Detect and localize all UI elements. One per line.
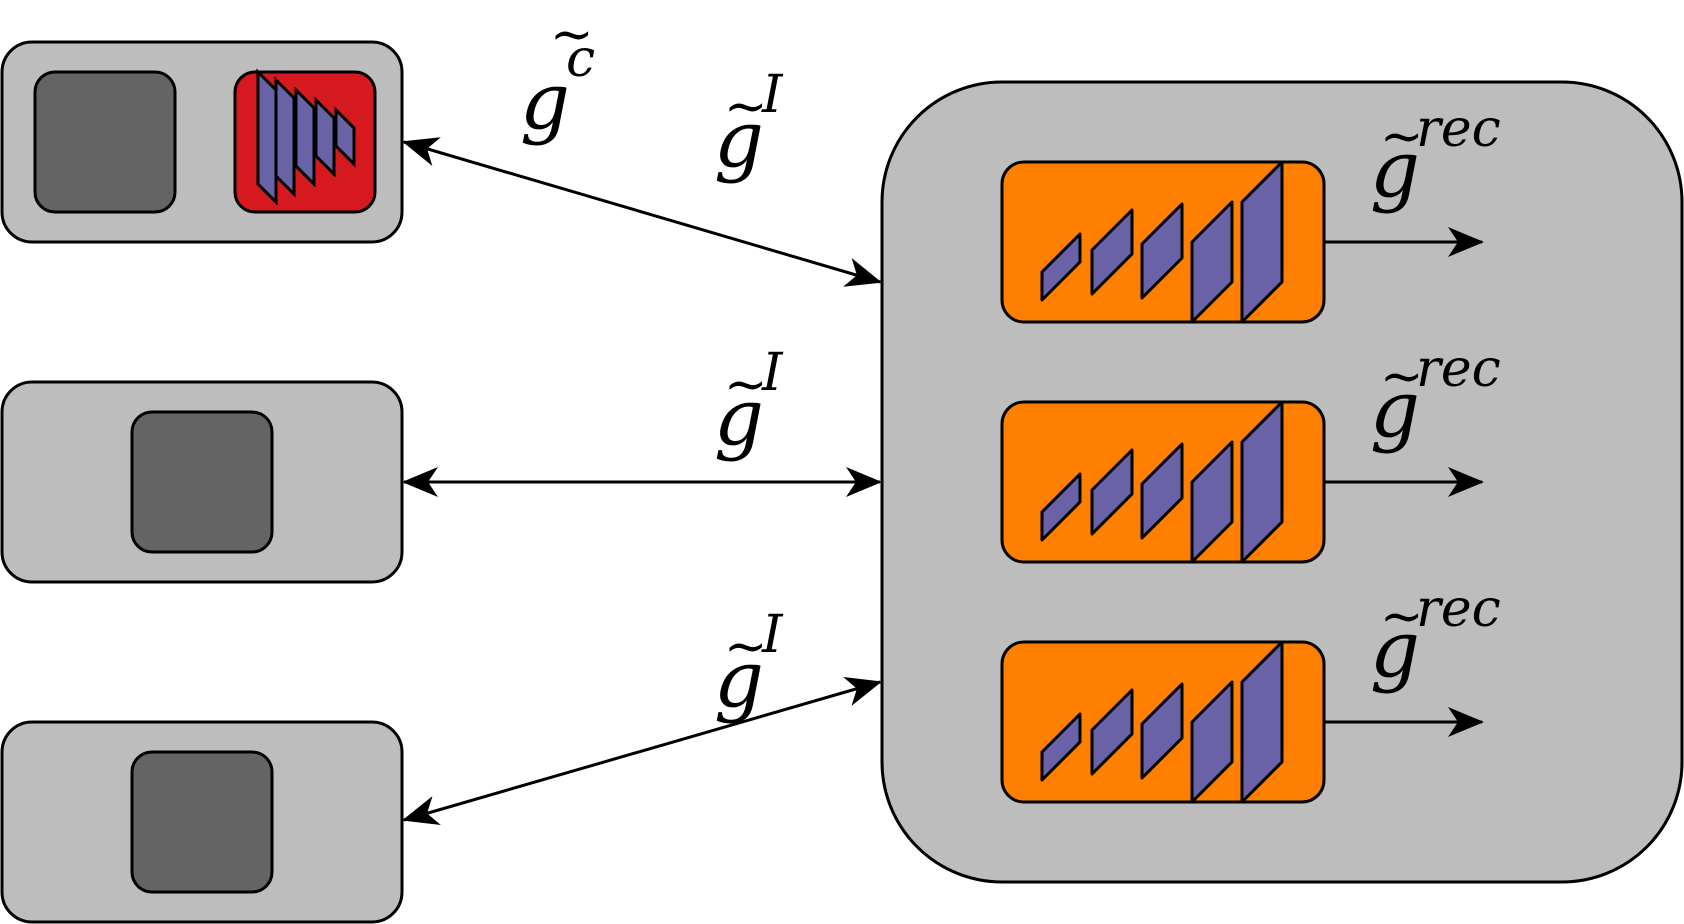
connection-arrow-bottom	[402, 677, 882, 825]
svg-text:g: g	[714, 373, 764, 463]
label-link-top: ~ g I	[714, 65, 784, 185]
tilde-mark: ~	[1380, 587, 1424, 647]
svg-text:g: g	[714, 635, 764, 725]
svg-text:I: I	[761, 605, 784, 665]
label-link-bottom: ~ g I	[714, 605, 784, 725]
client-local-model-bottom	[130, 750, 274, 894]
network-layer	[1040, 232, 1082, 302]
svg-text:rec: rec	[1416, 99, 1501, 159]
network-layer	[1040, 472, 1082, 542]
tilde-mark: ~	[724, 77, 768, 137]
client-panel-middle	[0, 380, 404, 584]
network-layer	[1240, 400, 1284, 564]
network-layer	[1090, 688, 1134, 776]
label-rec-3: ~ g rec	[1370, 579, 1501, 695]
tilde-mark: ~	[550, 5, 594, 65]
network-layer	[1040, 712, 1082, 782]
client-panel-bottom	[0, 720, 404, 924]
svg-text:c: c	[566, 29, 595, 89]
label-rec-1: ~ g rec	[1370, 99, 1501, 215]
svg-text:g: g	[714, 95, 764, 185]
svg-text:g: g	[1370, 125, 1420, 215]
tilde-mark: ~	[724, 617, 768, 677]
svg-text:g: g	[1370, 605, 1420, 695]
server-network-1	[1000, 160, 1326, 324]
label-rec-2: ~ g rec	[1370, 339, 1501, 455]
tilde-mark: ~	[724, 355, 768, 415]
network-layer	[1090, 208, 1134, 296]
network-layer	[1240, 640, 1284, 804]
network-layer	[1190, 440, 1234, 564]
client-layer-stack	[256, 68, 356, 206]
tilde-mark: ~	[1380, 347, 1424, 407]
client-local-model-top	[33, 70, 177, 214]
client-panel-top	[0, 40, 404, 244]
svg-text:g: g	[520, 57, 570, 147]
label-client-gradient: ~ g c	[520, 5, 595, 147]
network-layer	[1140, 682, 1184, 780]
network-layer	[1140, 202, 1184, 300]
svg-text:I: I	[761, 343, 784, 403]
network-layer	[1190, 680, 1234, 804]
svg-text:rec: rec	[1416, 579, 1501, 639]
svg-text:I: I	[761, 65, 784, 125]
server-network-3	[1000, 640, 1326, 804]
server-network-2	[1000, 400, 1326, 564]
connection-arrow-top	[402, 137, 882, 287]
label-link-middle: ~ g I	[714, 343, 784, 463]
network-layer	[1090, 448, 1134, 536]
svg-text:rec: rec	[1416, 339, 1501, 399]
svg-text:g: g	[1370, 365, 1420, 455]
network-layer	[1190, 200, 1234, 324]
network-layer	[1240, 160, 1284, 324]
network-layer	[1140, 442, 1184, 540]
client-local-model-middle	[130, 410, 274, 554]
tilde-mark: ~	[1380, 107, 1424, 167]
